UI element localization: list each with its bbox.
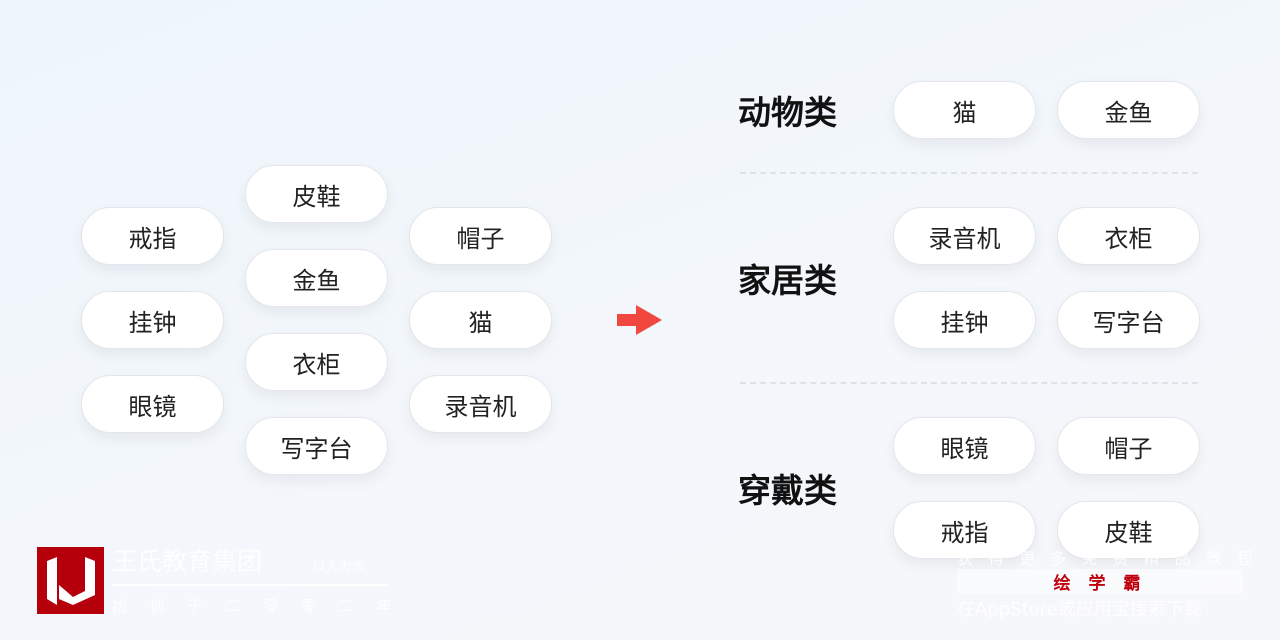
item-pill: 猫	[409, 291, 552, 349]
watermark-line2: 在AppStore或应用宝搜索下载	[957, 599, 1202, 620]
category-label: 动物类	[738, 93, 837, 132]
watermark-since: 始 创 于 二 零 零 二 年	[112, 597, 401, 615]
divider	[740, 382, 1198, 384]
arrow-right-icon	[617, 305, 662, 335]
item-pill: 衣柜	[1057, 207, 1200, 265]
item-pill: 衣柜	[245, 333, 388, 391]
watermark-slogan: 以人为本	[313, 560, 366, 575]
category-label: 穿戴类	[738, 471, 837, 510]
item-pill: 戒指	[81, 207, 224, 265]
item-pill: 猫	[893, 81, 1036, 139]
item-pill: 挂钟	[81, 291, 224, 349]
item-pill: 金鱼	[1057, 81, 1200, 139]
watermark-title: 王氏教育集团	[112, 547, 263, 576]
item-pill: 金鱼	[245, 249, 388, 307]
logo-icon	[37, 547, 104, 614]
item-pill: 写字台	[245, 417, 388, 475]
category-label: 家居类	[738, 261, 837, 300]
watermark-line1: 获 得 更 多 免 费 精 品 教 程	[957, 549, 1258, 568]
item-pill: 眼镜	[893, 417, 1036, 475]
item-pill: 皮鞋	[1057, 501, 1200, 559]
item-pill: 帽子	[1057, 417, 1200, 475]
item-pill: 眼镜	[81, 375, 224, 433]
item-pill: 戒指	[893, 501, 1036, 559]
item-pill: 皮鞋	[245, 165, 388, 223]
item-pill: 录音机	[893, 207, 1036, 265]
item-pill: 录音机	[409, 375, 552, 433]
item-pill: 挂钟	[893, 291, 1036, 349]
watermark-divider	[112, 584, 388, 586]
divider	[740, 172, 1198, 174]
item-pill: 帽子	[409, 207, 552, 265]
brand-name: 绘 学 霸	[957, 569, 1243, 594]
item-pill: 写字台	[1057, 291, 1200, 349]
